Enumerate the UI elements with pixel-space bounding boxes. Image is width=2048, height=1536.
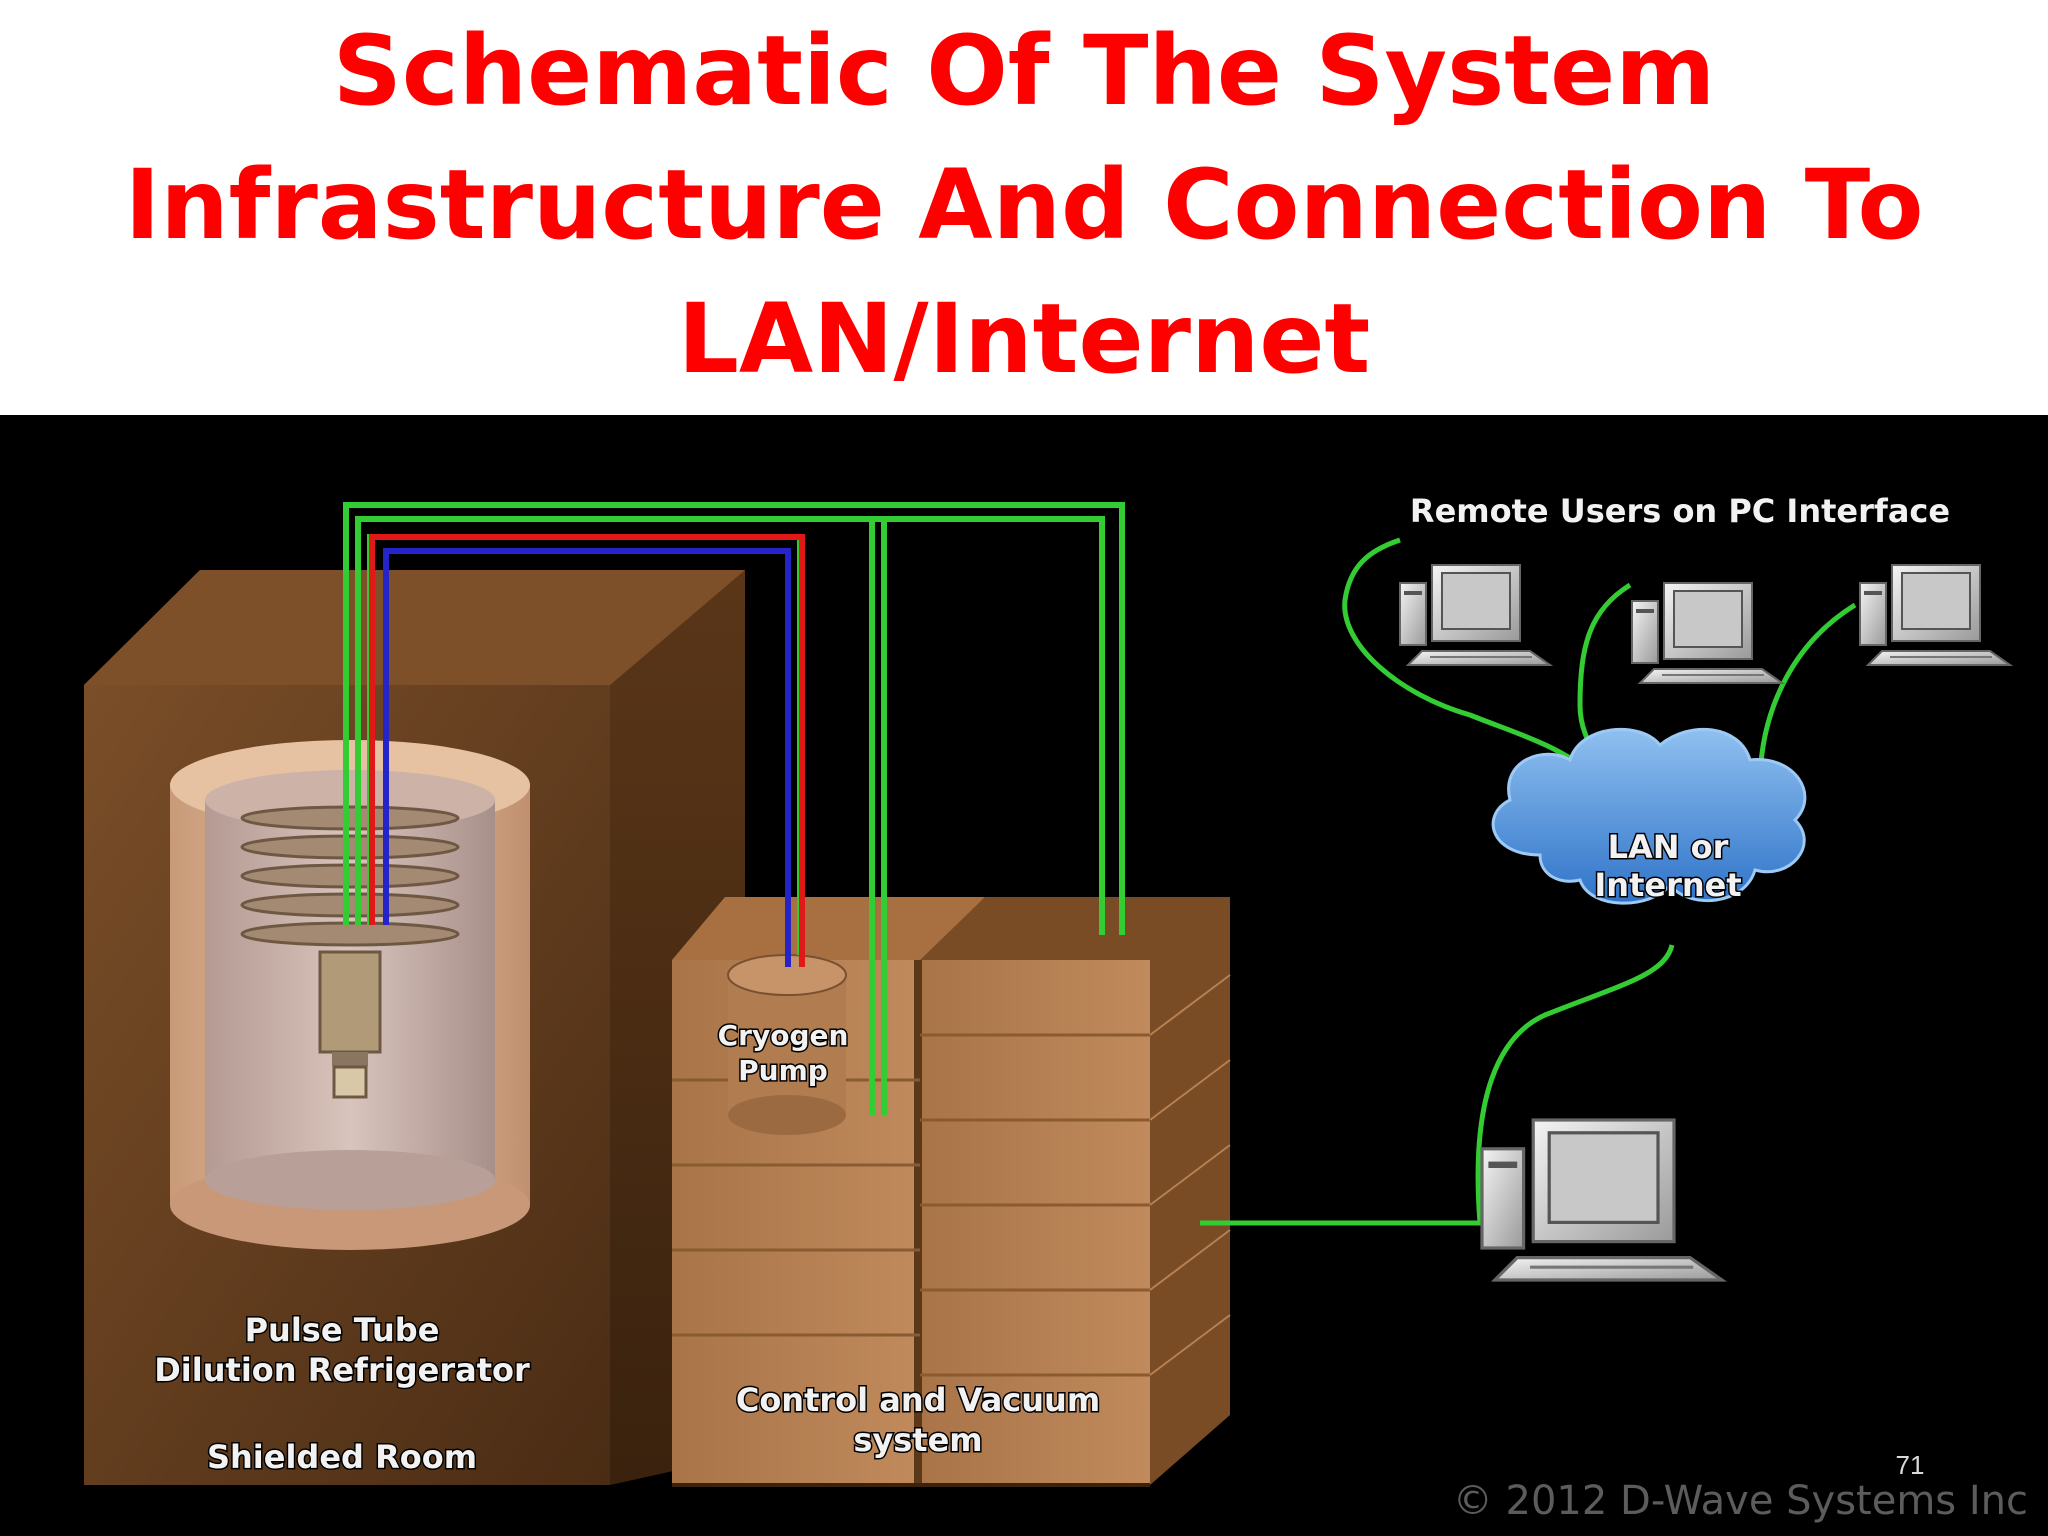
- desktop-pc-icon: [1399, 564, 1551, 666]
- control-vacuum-racks: [672, 897, 1231, 1487]
- cables: [343, 502, 1857, 1226]
- title-line-1: Schematic Of The System: [332, 15, 1716, 127]
- desktop-pc-icon: [1480, 1118, 1724, 1282]
- control-label-line-2: system: [853, 1421, 982, 1459]
- red-cable: [369, 534, 805, 967]
- slide-title: Schematic Of The System Infrastructure A…: [125, 4, 1924, 406]
- desktop-pc-icon: [1859, 564, 2011, 666]
- green-cable-inner: [355, 516, 1105, 935]
- control-label-line-1: Control and Vacuum: [736, 1381, 1100, 1419]
- copyright-text: © 2012 D-Wave Systems Inc: [1452, 1478, 2028, 1524]
- refrigerator-label-line-1: Pulse Tube: [245, 1311, 440, 1349]
- cloud-icon: [1491, 727, 1807, 905]
- lan-cable-pc-3: [1757, 602, 1857, 786]
- refrigerator-coil-icon: [240, 805, 460, 1099]
- cryogen-pump-label-line-1: Cryogen: [718, 1019, 849, 1052]
- diagram-panel: Remote Users on PC Interface LAN or Inte…: [0, 415, 2048, 1536]
- cryogen-pump-icon: [727, 954, 847, 1135]
- system-schematic: Remote Users on PC Interface LAN or Inte…: [84, 491, 2011, 1487]
- refrigerator-tank: [170, 740, 530, 1250]
- lan-cable-pc-1: [1342, 537, 1602, 782]
- cloud-label-line-1: LAN or: [1608, 828, 1729, 866]
- refrigerator-label-line-2: Dilution Refrigerator: [154, 1351, 530, 1389]
- blue-cable: [383, 548, 791, 967]
- slide-title-block: Schematic Of The System Infrastructure A…: [0, 0, 2048, 410]
- shielded-room-label: Shielded Room: [207, 1438, 477, 1476]
- title-line-2: Infrastructure And Connection To: [124, 149, 1924, 261]
- title-line-3: LAN/Internet: [677, 283, 1371, 395]
- cloud-label-line-2: Internet: [1594, 866, 1741, 904]
- green-cable-outer: [343, 502, 1125, 935]
- remote-users-label: Remote Users on PC Interface: [1410, 492, 1950, 530]
- desktop-pc-icon: [1631, 582, 1783, 684]
- lan-cable-main: [1200, 944, 1675, 1226]
- cryogen-pump-label-line-2: Pump: [738, 1054, 828, 1087]
- slide-number: 71: [1895, 1450, 1925, 1480]
